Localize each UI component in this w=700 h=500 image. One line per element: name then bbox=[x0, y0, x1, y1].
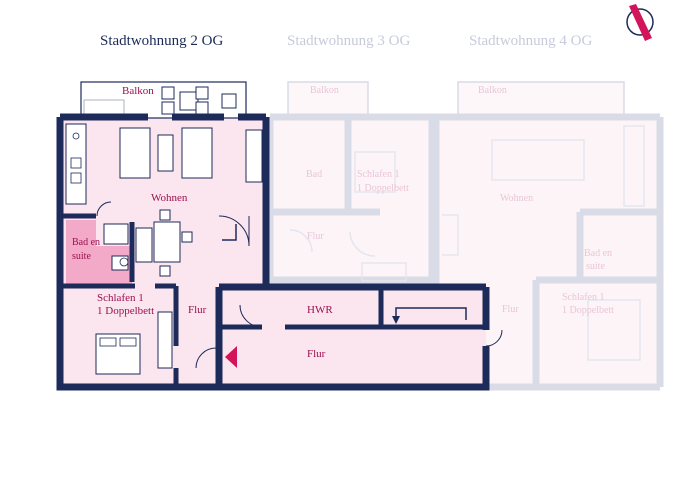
plan-2og bbox=[56, 81, 503, 391]
room-label-wohnen: Wohnen bbox=[151, 192, 188, 204]
living-furniture bbox=[119, 127, 263, 277]
ghost-3og-balkon-label: Balkon bbox=[310, 85, 339, 96]
ghost-3og-schlafen-label: Schlafen 1 bbox=[357, 169, 400, 180]
ghost-4og-balkon-label: Balkon bbox=[478, 85, 507, 96]
tab-stadtwohnung-4og[interactable]: Stadtwohnung 4 OG bbox=[469, 33, 593, 49]
room-label-balkon: Balkon bbox=[122, 85, 154, 97]
room-label-flur-small: Flur bbox=[188, 304, 207, 316]
tab-stadtwohnung-3og[interactable]: Stadtwohnung 3 OG bbox=[287, 33, 411, 49]
room-label-bad-line1: Bad en bbox=[72, 237, 100, 248]
entrance-arrow-icon bbox=[225, 346, 237, 368]
ghost-4og-bad-label: Bad en bbox=[584, 248, 612, 259]
room-label-doppelbett: 1 Doppelbett bbox=[97, 305, 154, 317]
north-arrow-icon bbox=[626, 4, 654, 41]
ghost-3og-doppelbett-label: 1 Doppelbett bbox=[357, 183, 409, 194]
ghost-4og-schlafen-label: Schlafen 1 bbox=[562, 292, 605, 303]
corridor-fill bbox=[219, 287, 486, 387]
ghost-3og-bad-label: Bad bbox=[306, 169, 322, 180]
outer-walls bbox=[56, 113, 490, 391]
room-label-hwr: HWR bbox=[307, 304, 333, 316]
tab-stadtwohnung-2og[interactable]: Stadtwohnung 2 OG bbox=[100, 33, 224, 49]
kitchen-counter bbox=[65, 123, 87, 205]
ghost-4og-suite-label: suite bbox=[586, 261, 605, 272]
room-label-schlafen: Schlafen 1 bbox=[97, 292, 144, 304]
ghost-3og-flur-label: Flur bbox=[307, 231, 324, 242]
double-bed bbox=[95, 333, 141, 375]
ghost-4og-wohnen-label: Wohnen bbox=[500, 193, 533, 204]
room-label-flur-main: Flur bbox=[307, 348, 326, 360]
ghost-4og-flur-label: Flur bbox=[502, 304, 519, 315]
ghost-4og-doppelbett-label: 1 Doppelbett bbox=[562, 305, 614, 316]
room-label-bad-line2: suite bbox=[72, 251, 91, 262]
